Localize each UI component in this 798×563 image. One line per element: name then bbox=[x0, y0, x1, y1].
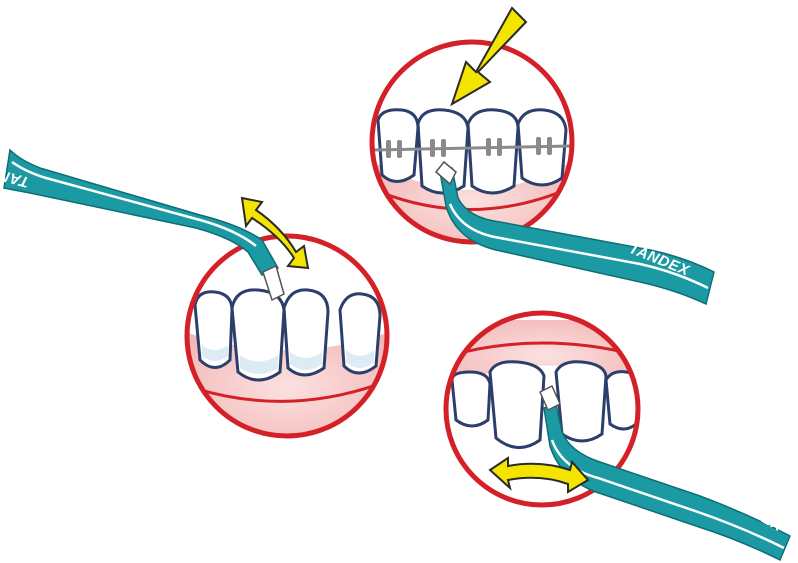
tooth bbox=[452, 372, 490, 426]
left-teeth bbox=[195, 290, 380, 380]
tooth bbox=[556, 362, 606, 441]
tooth bbox=[490, 362, 544, 448]
left-detail-circle bbox=[180, 236, 395, 445]
tooth bbox=[468, 110, 518, 193]
